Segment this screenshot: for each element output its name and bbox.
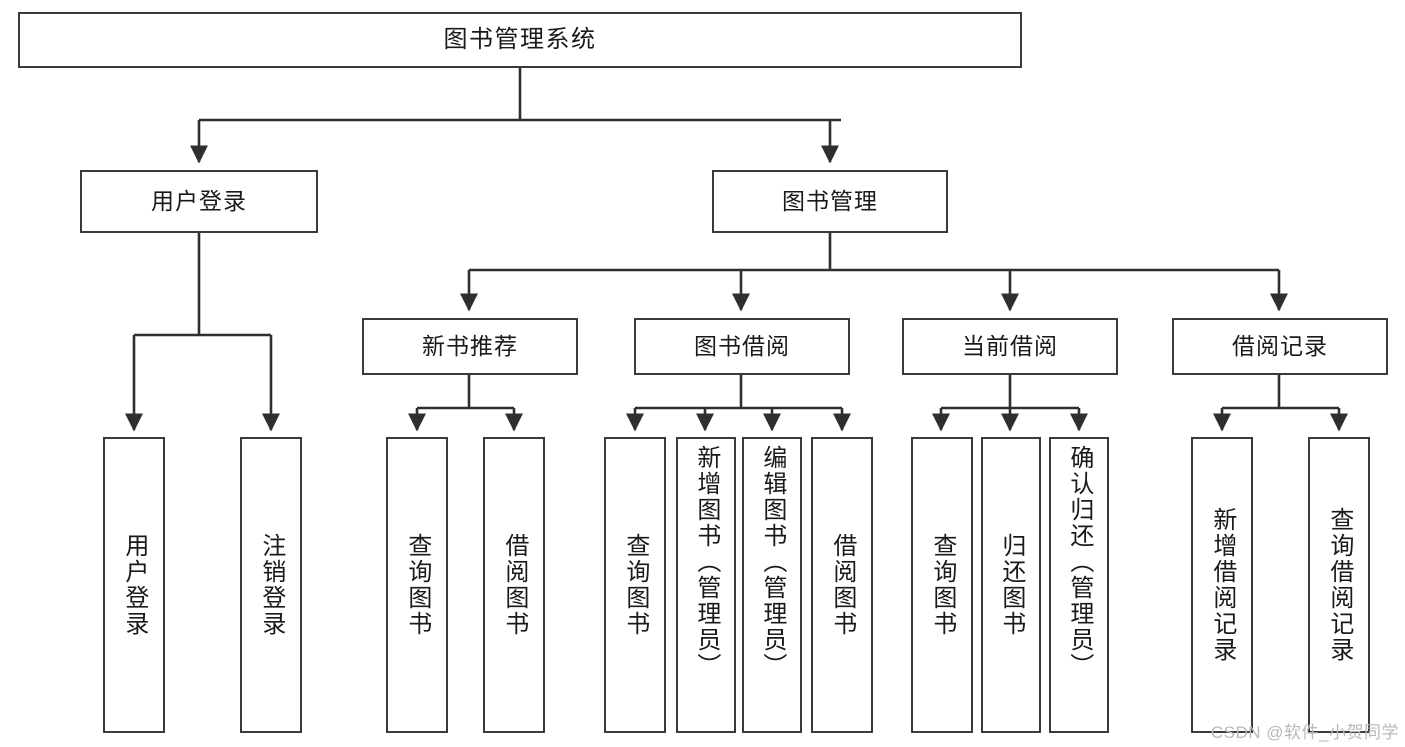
csdn-watermark: CSDN @软件_小贺同学: [1210, 723, 1399, 742]
node-root-book-management-system[interactable]: 图书管理系统: [18, 12, 1022, 68]
leaf-book-borrow-borrow-book[interactable]: 借阅图书: [811, 437, 873, 733]
leaf-book-borrow-query-book[interactable]: 查询图书: [604, 437, 666, 733]
node-label: 借阅图书: [500, 533, 528, 637]
leaf-book-borrow-edit-book-admin[interactable]: 编辑图书（管理员）: [742, 437, 802, 733]
node-label: 查询借阅记录: [1325, 507, 1353, 663]
node-borrow-record[interactable]: 借阅记录: [1172, 318, 1388, 375]
node-current-borrow[interactable]: 当前借阅: [902, 318, 1118, 375]
node-label: 新书推荐: [422, 332, 518, 359]
leaf-user-login-login[interactable]: 用户登录: [103, 437, 165, 733]
node-label: 编辑图书（管理员）: [758, 445, 786, 679]
node-book-management[interactable]: 图书管理: [712, 170, 948, 233]
node-label: 图书借阅: [694, 332, 790, 359]
node-label: 图书管理系统: [443, 25, 597, 53]
node-label: 注销登录: [257, 533, 285, 637]
node-label: 查询图书: [403, 533, 431, 637]
node-label: 查询图书: [928, 533, 956, 637]
leaf-borrow-record-add-record[interactable]: 新增借阅记录: [1191, 437, 1253, 733]
node-label: 借阅图书: [828, 533, 856, 637]
leaf-new-book-borrow-book[interactable]: 借阅图书: [483, 437, 545, 733]
leaf-current-borrow-return-book[interactable]: 归还图书: [981, 437, 1041, 733]
node-label: 用户登录: [120, 533, 148, 637]
node-label: 归还图书: [997, 533, 1025, 637]
node-label: 借阅记录: [1232, 332, 1328, 359]
leaf-borrow-record-query-record[interactable]: 查询借阅记录: [1308, 437, 1370, 733]
node-book-borrow[interactable]: 图书借阅: [634, 318, 850, 375]
leaf-new-book-query-book[interactable]: 查询图书: [386, 437, 448, 733]
node-label: 新增借阅记录: [1208, 507, 1236, 663]
node-label: 新增图书（管理员）: [692, 445, 720, 679]
leaf-book-borrow-add-book-admin[interactable]: 新增图书（管理员）: [676, 437, 736, 733]
node-label: 图书管理: [782, 187, 878, 214]
node-label: 确认归还（管理员）: [1065, 445, 1093, 679]
leaf-current-borrow-confirm-return-admin[interactable]: 确认归还（管理员）: [1049, 437, 1109, 733]
node-new-book-recommend[interactable]: 新书推荐: [362, 318, 578, 375]
leaf-current-borrow-query-book[interactable]: 查询图书: [911, 437, 973, 733]
leaf-user-login-logout[interactable]: 注销登录: [240, 437, 302, 733]
node-label: 查询图书: [621, 533, 649, 637]
node-user-login[interactable]: 用户登录: [80, 170, 318, 233]
node-label: 用户登录: [151, 187, 247, 214]
node-label: 当前借阅: [962, 332, 1058, 359]
